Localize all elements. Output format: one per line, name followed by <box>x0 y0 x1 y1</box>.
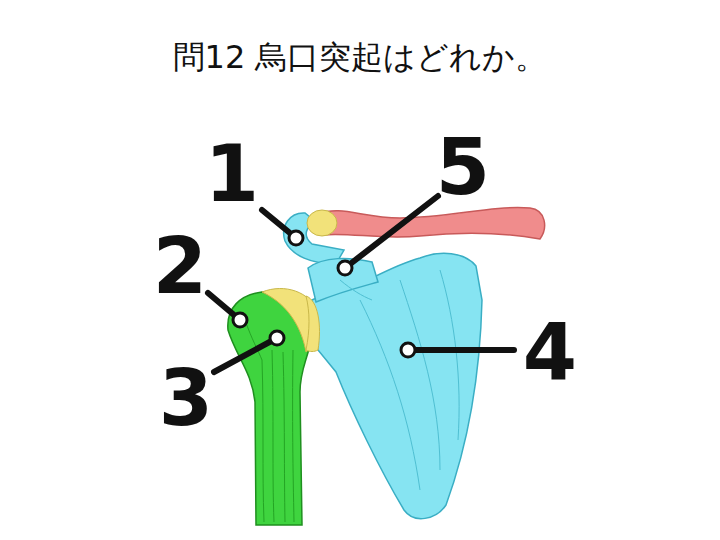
coracoid-process <box>308 258 378 302</box>
humeral-head-cartilage <box>262 289 320 352</box>
leader-lines <box>208 196 514 372</box>
glenoid-cartilage <box>306 296 320 352</box>
leader-line <box>410 347 514 353</box>
callout-number: 1 <box>205 135 259 213</box>
callout-number: 4 <box>523 313 577 391</box>
clavicle <box>318 208 545 239</box>
leader-dot <box>270 331 284 345</box>
leader-dots <box>233 231 415 357</box>
leader-dot <box>233 313 247 327</box>
leader-dot <box>289 231 303 245</box>
acromioclavicular-cartilage <box>307 210 337 236</box>
title: 問12 烏口突起はどれか。 <box>0 38 720 76</box>
leader-line <box>345 196 438 268</box>
leader-dot <box>401 343 415 357</box>
callout-number: 2 <box>153 227 207 305</box>
callout-number: 5 <box>436 128 490 206</box>
scapula-texture <box>340 270 459 490</box>
leader-line <box>214 338 277 372</box>
leader-dot <box>338 261 352 275</box>
callout-number: 3 <box>159 359 213 437</box>
